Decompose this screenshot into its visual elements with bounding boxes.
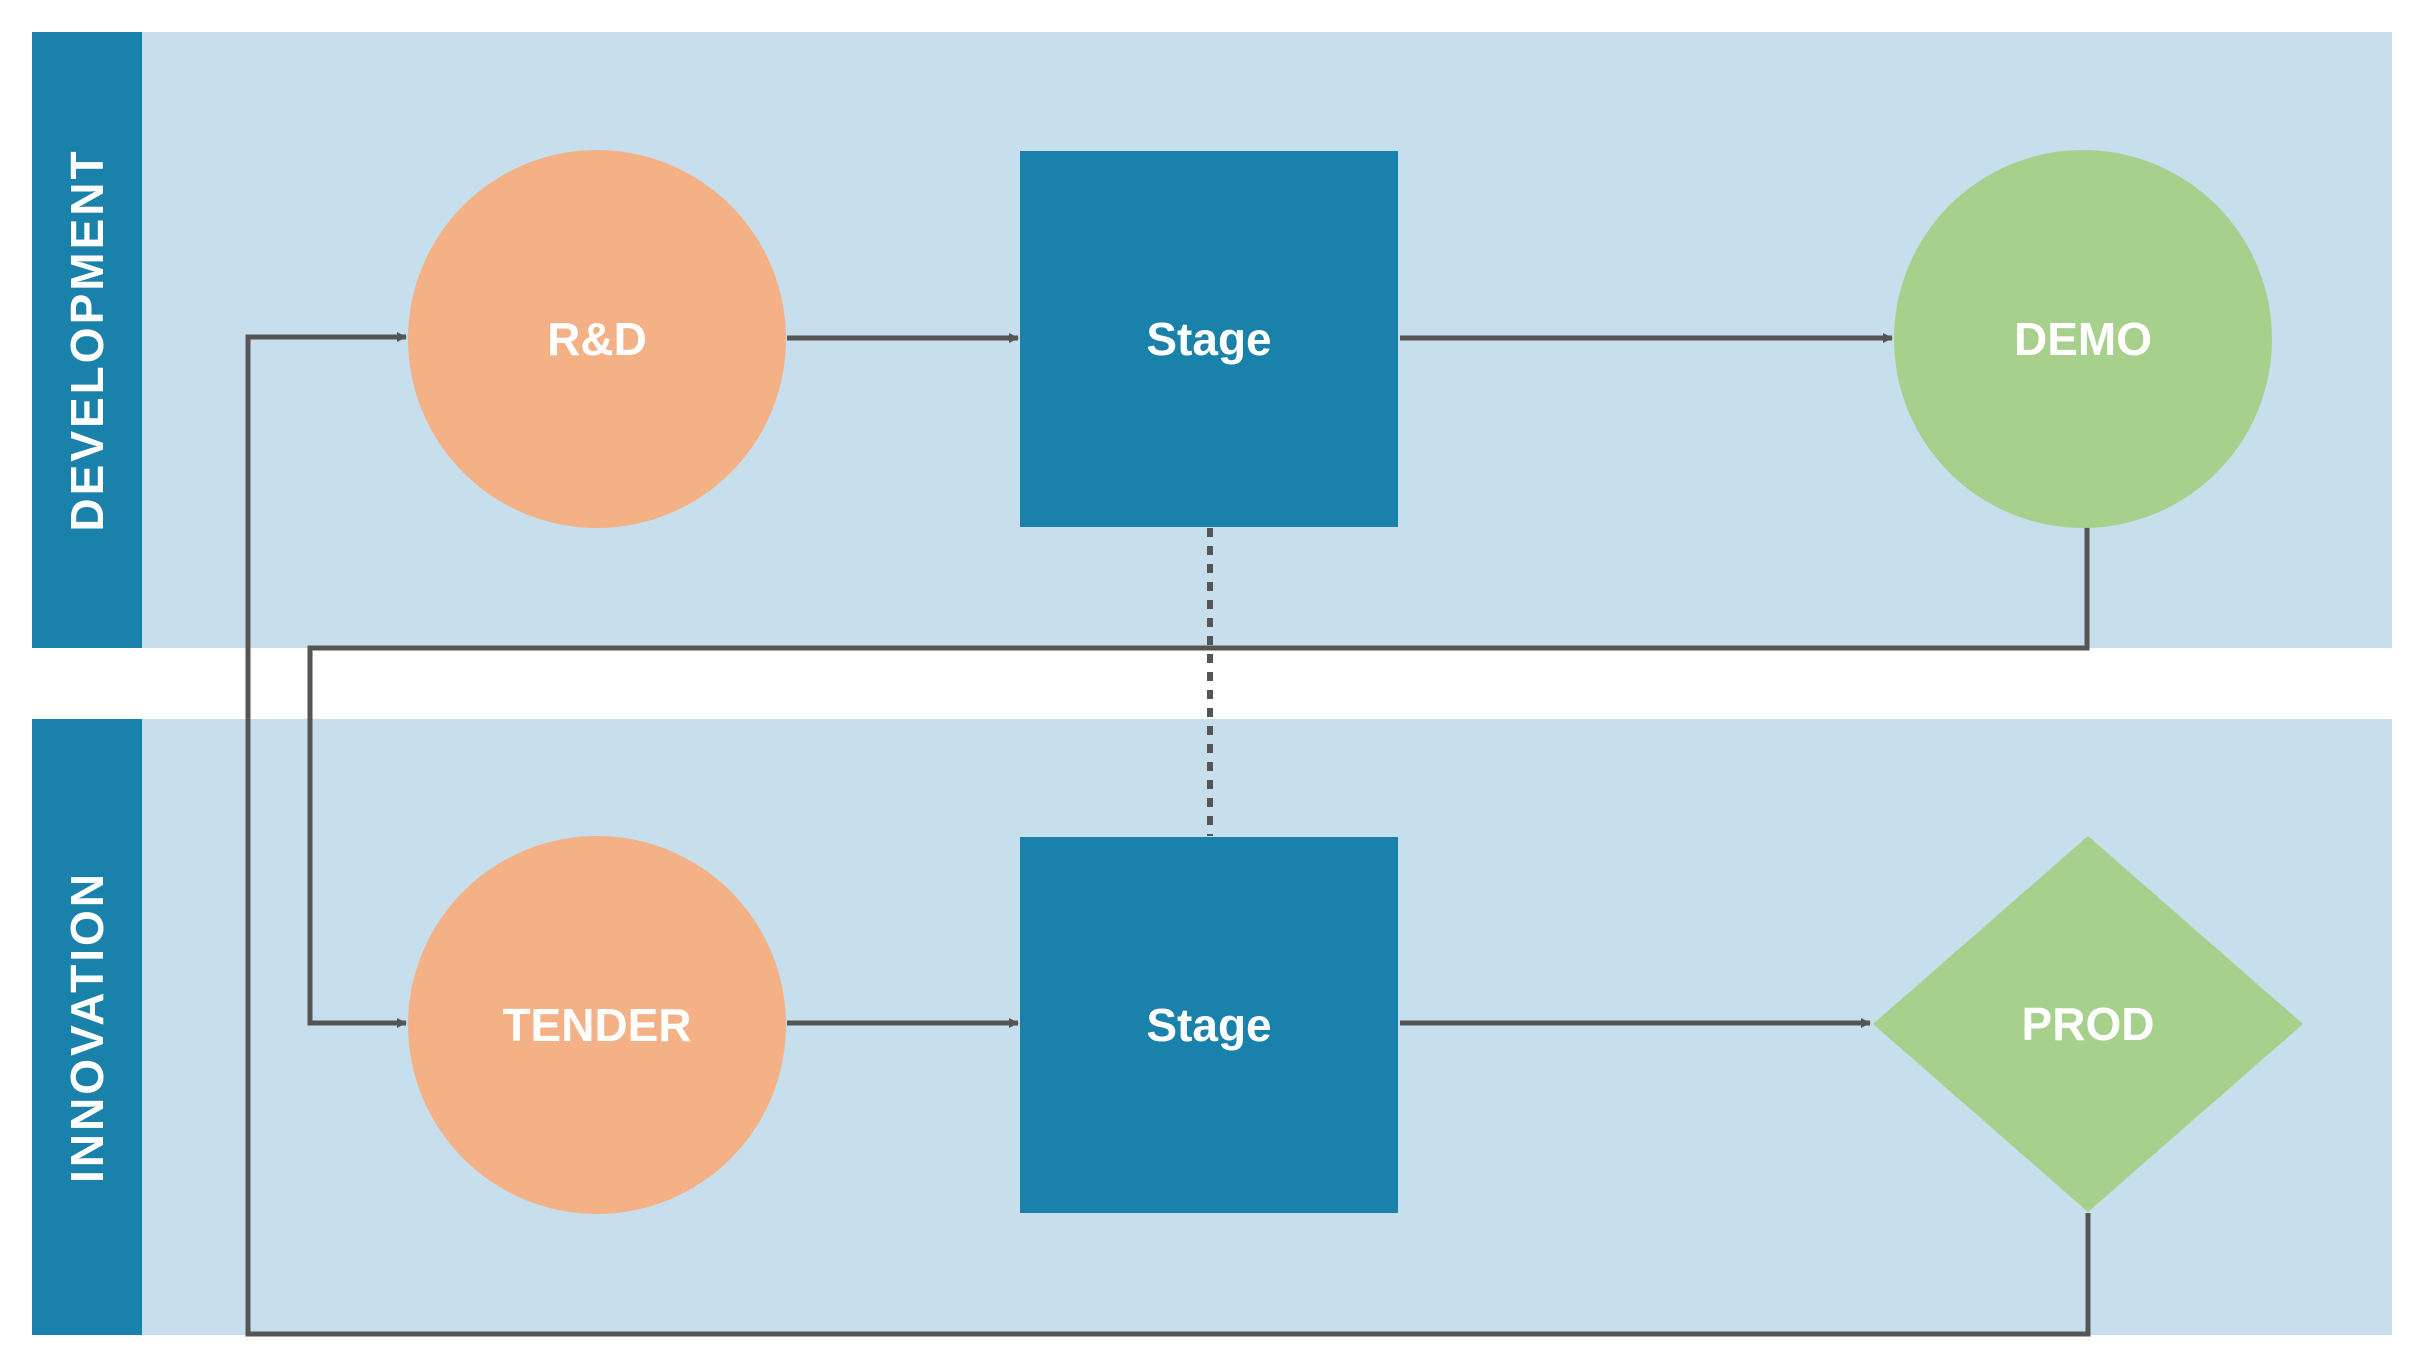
- lane-header-innovation: [32, 719, 142, 1335]
- demo-node: DEMO: [1894, 150, 2272, 528]
- stage-node-bottom: Stage: [1020, 837, 1398, 1213]
- prod-label: PROD: [2021, 998, 2155, 1050]
- prod-node: [1873, 836, 2303, 1212]
- stage-bottom-label: Stage: [1146, 999, 1272, 1051]
- stage-node-top: Stage: [1020, 151, 1398, 527]
- connector-prod-to-rd: [245, 332, 2091, 1337]
- connector-demo-to-tender: [307, 527, 2090, 1028]
- tender-node: TENDER: [408, 836, 786, 1214]
- rd-node: R&D: [408, 150, 786, 528]
- stage-top-label: Stage: [1146, 313, 1272, 365]
- tender-label: TENDER: [502, 999, 692, 1051]
- lane-header-development: [32, 32, 142, 648]
- demo-label: DEMO: [2014, 313, 2152, 365]
- rd-label: R&D: [547, 313, 647, 365]
- prod-label-wrap: PROD: [1873, 836, 2303, 1212]
